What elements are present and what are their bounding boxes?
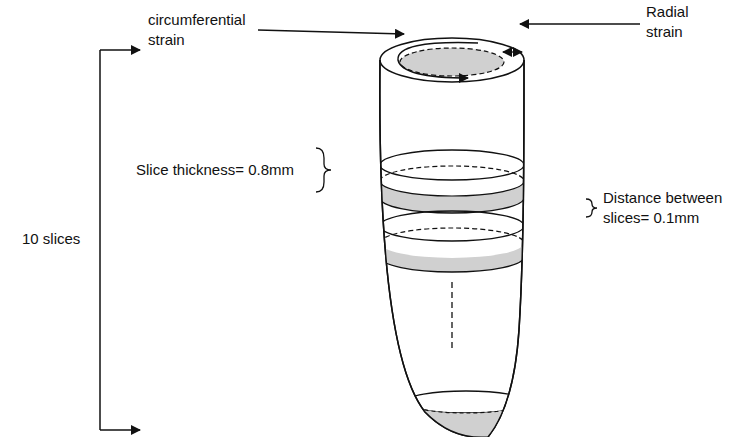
dimension-label: Slice thickness= 0.8mm xyxy=(136,160,316,180)
dimension-label: Distance between slices= 0.1mm xyxy=(603,188,731,229)
count-label: 10 slices xyxy=(22,229,96,249)
thickness-brace xyxy=(316,148,331,192)
strain-label: Radial strain xyxy=(646,2,716,43)
circumferential-arrow xyxy=(398,43,478,78)
leader-line xyxy=(520,23,640,24)
ventricle-outline xyxy=(380,60,524,437)
distance-brace xyxy=(586,199,597,217)
leader-line xyxy=(258,30,404,34)
strain-label: circumferential strain xyxy=(148,10,260,51)
slices-bracket xyxy=(99,50,101,430)
radial-arrow xyxy=(503,51,522,52)
